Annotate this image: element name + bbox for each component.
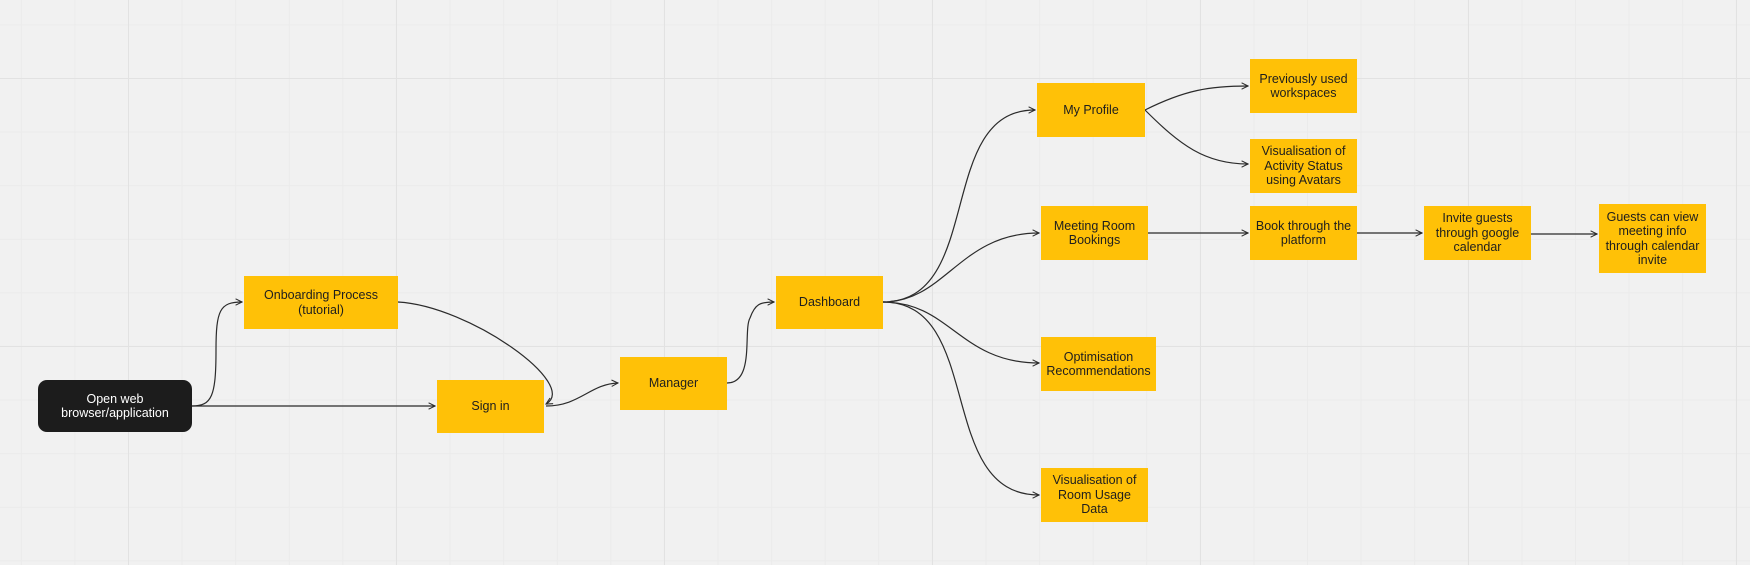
node-open-web-browser[interactable]: Open web browser/application bbox=[38, 380, 192, 432]
node-label: Visualisation of Room Usage Data bbox=[1052, 473, 1137, 517]
node-manager[interactable]: Manager bbox=[620, 357, 727, 410]
edge-dash-to-visroom bbox=[882, 301, 1039, 495]
node-dashboard[interactable]: Dashboard bbox=[776, 276, 883, 329]
edge-dash-to-profile bbox=[882, 110, 1035, 303]
node-onboarding-process[interactable]: Onboarding Process (tutorial) bbox=[244, 276, 398, 329]
node-label: Open web browser/application bbox=[61, 391, 169, 421]
node-label: Meeting Room Bookings bbox=[1053, 218, 1136, 248]
node-label: Manager bbox=[648, 376, 699, 391]
node-sign-in[interactable]: Sign in bbox=[437, 380, 544, 433]
edge-onboard-to-signin bbox=[397, 301, 552, 404]
node-label: Sign in bbox=[471, 399, 510, 414]
node-visualisation-activity-status[interactable]: Visualisation of Activity Status using A… bbox=[1250, 139, 1357, 193]
edge-dash-to-meeting bbox=[882, 233, 1039, 303]
node-my-profile[interactable]: My Profile bbox=[1037, 83, 1145, 137]
node-guests-view-meeting-info[interactable]: Guests can view meeting info through cal… bbox=[1599, 204, 1706, 273]
node-meeting-room-bookings[interactable]: Meeting Room Bookings bbox=[1041, 206, 1148, 260]
node-label: Guests can view meeting info through cal… bbox=[1605, 209, 1700, 268]
edge-dash-to-optim bbox=[882, 301, 1039, 363]
node-label: My Profile bbox=[1063, 102, 1119, 117]
edge-open-to-onboard bbox=[191, 302, 242, 407]
node-book-through-platform[interactable]: Book through the platform bbox=[1250, 206, 1357, 260]
edge-profile-to-visact bbox=[1144, 109, 1248, 164]
edge-manager-to-dash bbox=[726, 302, 774, 384]
node-visualisation-room-usage[interactable]: Visualisation of Room Usage Data bbox=[1041, 468, 1148, 522]
node-invite-guests[interactable]: Invite guests through google calendar bbox=[1424, 206, 1531, 260]
node-label: Book through the platform bbox=[1255, 218, 1352, 248]
node-label: Invite guests through google calendar bbox=[1435, 211, 1520, 255]
node-label: Dashboard bbox=[798, 295, 861, 310]
node-label: Optimisation Recommendations bbox=[1046, 349, 1151, 379]
node-label: Visualisation of Activity Status using A… bbox=[1261, 144, 1346, 188]
node-label: Previously used workspaces bbox=[1259, 71, 1348, 101]
node-previously-used-workspaces[interactable]: Previously used workspaces bbox=[1250, 59, 1357, 113]
node-label: Onboarding Process (tutorial) bbox=[264, 288, 378, 317]
edge-profile-to-prev bbox=[1144, 86, 1248, 111]
node-optimisation-recommendations[interactable]: Optimisation Recommendations bbox=[1041, 337, 1156, 391]
edge-signin-to-manager bbox=[545, 383, 618, 407]
